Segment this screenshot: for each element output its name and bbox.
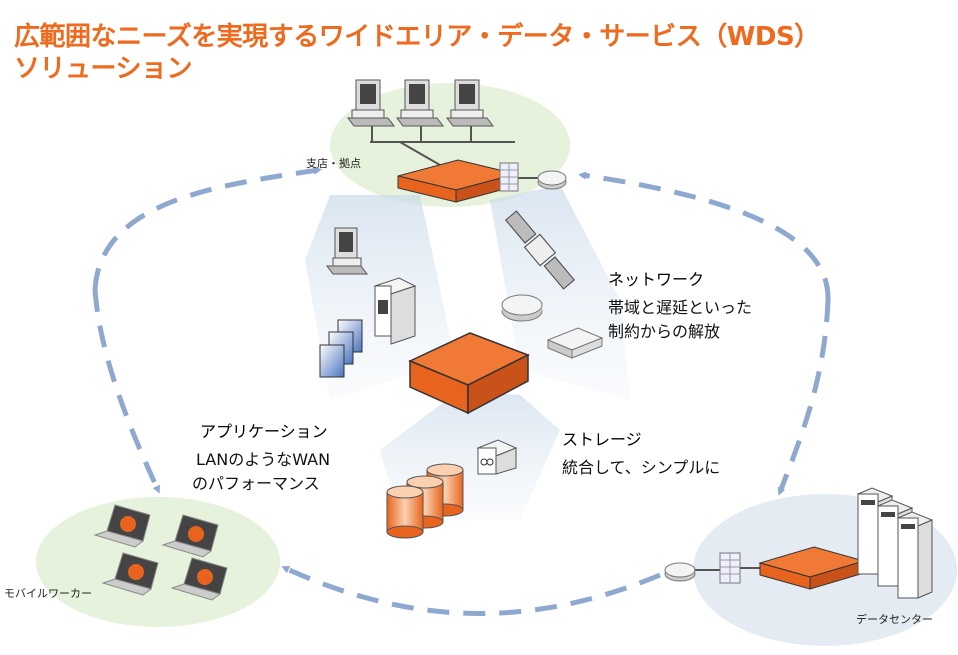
- desktop-pc-icon: [326, 227, 368, 275]
- network-desc-line2: 制約からの解放: [608, 322, 721, 341]
- arrow-mobile-to-branch: [92, 289, 161, 494]
- mobile-site-ellipse: [36, 497, 280, 627]
- laptop-icon: [161, 514, 219, 558]
- page-title-line2: ソリューション: [14, 54, 192, 84]
- laptop-icon: [101, 552, 159, 596]
- router-icon: [664, 562, 696, 582]
- central-wan-appliance-icon: [408, 332, 530, 415]
- flow-arrows: [92, 166, 831, 616]
- branch-pcs: [347, 79, 515, 166]
- datacenter-site-label: データセンター: [856, 613, 933, 626]
- router-icon: [501, 294, 543, 322]
- laptop-icon: [170, 557, 228, 601]
- arrow-to-branch-from-right: [578, 171, 831, 301]
- network-title: ネットワーク: [608, 270, 705, 289]
- firewall-icon: [719, 552, 741, 584]
- tape-drive-icon: [476, 439, 518, 475]
- datacenter-devices: [664, 487, 934, 599]
- server-rack-icon: [856, 487, 934, 599]
- desktop-pc-icon: [446, 79, 494, 127]
- database-icon: [386, 463, 464, 539]
- arrow-to-datacenter: [777, 299, 831, 496]
- arrow-to-branch: [92, 166, 322, 291]
- laptop-icon: [93, 504, 151, 548]
- application-desc-line2: のパフォーマンス: [192, 474, 320, 493]
- datacenter-wan-appliance-icon: [758, 546, 866, 590]
- documents-icon: [319, 319, 363, 378]
- server-tower-icon: [373, 277, 417, 345]
- arrow-to-mobile: [281, 565, 661, 616]
- storage-desc-line1: 統合して、シンプルに: [562, 458, 721, 477]
- mobile-laptops: [93, 504, 228, 601]
- application-title: アプリケーション: [200, 422, 328, 441]
- switch-icon: [546, 327, 604, 359]
- router-icon: [537, 170, 567, 190]
- firewall-icon: [499, 162, 519, 192]
- satellite-icon: [505, 210, 575, 290]
- mobile-site-label: モバイルワーカー: [4, 587, 92, 600]
- network-desc-line1: 帯域と遅延といった: [608, 298, 753, 317]
- desktop-pc-icon: [396, 79, 444, 127]
- branch-site-label: 支店・拠点: [306, 157, 361, 170]
- page-title-line1: 広範囲なニーズを実現するワイドエリア・データ・サービス（WDS）: [14, 22, 820, 52]
- application-desc-line1: LANのようなWAN: [196, 450, 331, 469]
- desktop-pc-icon: [347, 79, 395, 127]
- storage-title: ストレージ: [562, 430, 642, 449]
